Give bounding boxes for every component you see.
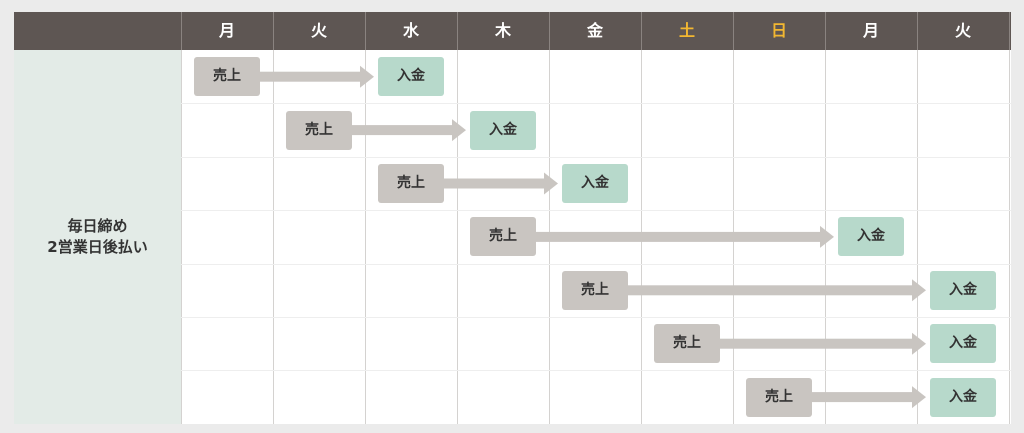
row-divider <box>181 156 1011 158</box>
day-header-thu: 木 <box>494 21 511 40</box>
flow-arrow-head <box>452 119 466 142</box>
flow-arrow-head <box>912 279 926 302</box>
flow-arrow-shaft <box>720 338 912 349</box>
column-divider <box>549 12 550 424</box>
column-divider <box>1009 12 1010 424</box>
header-row: 月 火 水 木 金 土 日 月 火 <box>14 12 1011 50</box>
sale-box: 売上 <box>562 270 628 310</box>
flow-arrow-head <box>912 386 926 409</box>
deposit-box: 入金 <box>930 377 996 417</box>
header-divider <box>733 12 734 50</box>
closing-rule-line-1: 毎日締め <box>67 217 128 235</box>
flow-arrow-head <box>544 172 558 195</box>
sale-box: 売上 <box>654 324 720 364</box>
row-divider <box>181 210 1011 212</box>
column-divider <box>641 12 642 424</box>
flow-arrow-head <box>820 225 834 248</box>
flow-arrow-shaft <box>352 125 452 136</box>
day-header-tue-1: 火 <box>310 21 327 40</box>
column-divider <box>365 12 366 424</box>
day-header-tue-2: 火 <box>954 21 971 40</box>
deposit-box: 入金 <box>562 164 628 203</box>
sale-box: 売上 <box>470 217 536 257</box>
header-divider <box>1009 12 1010 50</box>
row-divider <box>181 317 1011 318</box>
closing-rule-line-2: 2営業日後払い <box>47 238 148 256</box>
column-divider <box>733 12 734 424</box>
header-divider <box>273 12 274 50</box>
column-divider <box>181 12 182 424</box>
day-header-fri: 金 <box>586 21 603 40</box>
header-divider <box>181 12 182 50</box>
header-divider <box>917 12 918 50</box>
sale-box: 売上 <box>286 110 352 150</box>
row-divider <box>181 103 1011 105</box>
flow-arrow-shaft <box>628 285 912 296</box>
closing-rule-label: 毎日締め 2営業日後払い <box>14 50 181 424</box>
sale-box: 売上 <box>746 377 812 417</box>
flow-arrow-head <box>912 332 926 355</box>
day-header-wed: 水 <box>402 21 419 40</box>
flow-arrow-shaft <box>536 231 820 242</box>
column-divider <box>457 12 458 424</box>
header-divider <box>365 12 366 50</box>
sale-box: 売上 <box>378 164 444 203</box>
deposit-box: 入金 <box>470 110 536 150</box>
deposit-box: 入金 <box>930 270 996 310</box>
sale-box: 売上 <box>194 57 260 97</box>
flow-arrow-shaft <box>812 392 912 403</box>
day-header-mon-2: 月 <box>862 21 879 40</box>
day-header-sat: 土 <box>678 21 695 40</box>
day-header-sun: 日 <box>770 21 787 40</box>
flow-arrows <box>260 65 926 409</box>
deposit-box: 入金 <box>930 324 996 364</box>
column-divider <box>273 12 274 424</box>
side-cell: 毎日締め 2営業日後払い <box>14 50 181 424</box>
row-divider <box>181 263 1011 265</box>
deposit-box: 入金 <box>838 217 904 257</box>
header-divider <box>825 12 826 50</box>
flow-arrow-shaft <box>260 71 360 82</box>
day-header-mon-1: 月 <box>218 21 235 40</box>
header-divider <box>549 12 550 50</box>
column-divider <box>917 12 918 424</box>
flow-arrow-head <box>360 65 374 88</box>
column-divider <box>825 12 826 424</box>
payment-schedule-table: 月 火 水 木 金 土 日 月 火 毎日締め 2営業日後払い 売上 入金 売上 … <box>14 12 1011 424</box>
row-divider <box>181 370 1011 372</box>
flow-arrow-shaft <box>444 178 544 189</box>
deposit-box: 入金 <box>378 57 444 97</box>
header-divider <box>457 12 458 50</box>
header-divider <box>641 12 642 50</box>
